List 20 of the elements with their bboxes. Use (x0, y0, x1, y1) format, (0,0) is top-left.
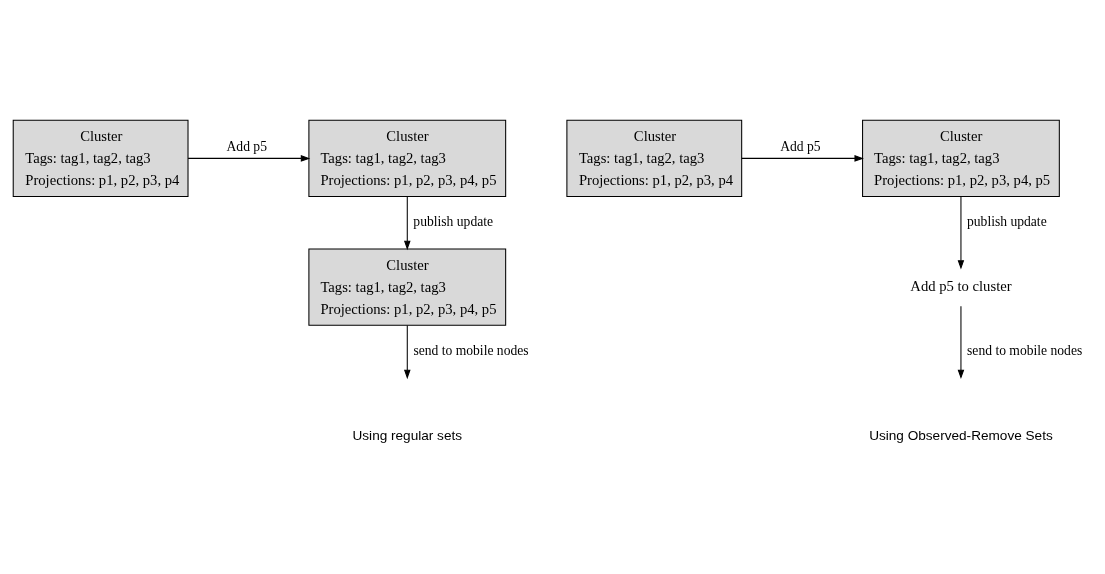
label: Using Observed-Remove Sets (869, 427, 1053, 443)
node-box: Cluster Tags: tag1, tag2, tag3 Projections: p1, p2, p3, p4 (566, 119, 743, 197)
node-box: Cluster Tags: tag1, tag2, tag3 Projections: p1, p2, p3, p4, p5 (308, 247, 507, 326)
edge-label: publish update (413, 213, 494, 229)
arrow (957, 195, 965, 270)
node-text: Add p5 to cluster (910, 277, 1012, 294)
arrow (404, 195, 411, 250)
edge-label: send to mobile nodes (967, 342, 1083, 358)
arrow (741, 154, 864, 162)
arrow (404, 324, 411, 379)
edge-label: Add p5 (780, 138, 821, 154)
arrow (187, 154, 311, 162)
label: Using regular sets (352, 427, 463, 443)
node-box: Cluster Tags: tag1, tag2, tag3 Projections: p1, p2, p3, p4, p5 (308, 119, 507, 197)
edge-label: send to mobile nodes (413, 342, 529, 358)
edge-label: publish update (967, 213, 1047, 229)
arrow (957, 305, 965, 379)
node-box: Cluster Tags: tag1, tag2, tag3 Projections: p1, p2, p3, p4, p5 (862, 119, 1060, 197)
node-box: Cluster Tags: tag1, tag2, tag3 Projections: p1, p2, p3, p4 (12, 119, 189, 197)
edge-label: Add p5 (226, 138, 267, 154)
